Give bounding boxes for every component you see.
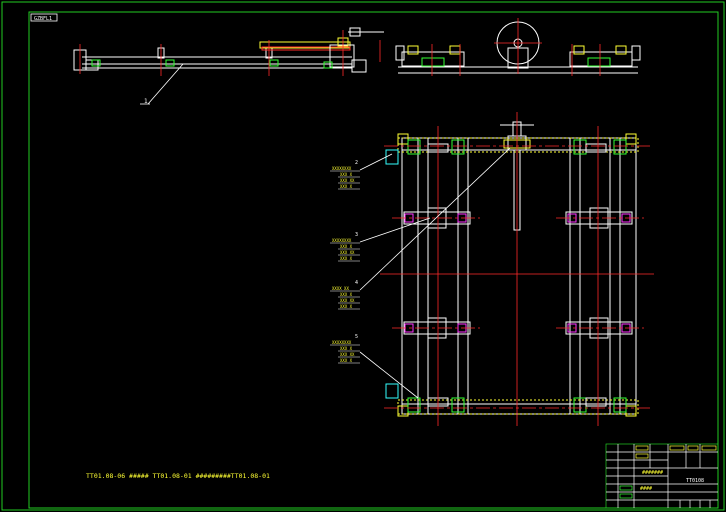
side-view-left — [73, 27, 384, 73]
company-name: #### — [640, 486, 652, 492]
callout-line: XXXX XX — [332, 286, 349, 291]
plan-view-fittings — [385, 133, 639, 417]
drawing-number: TT0108 — [686, 478, 704, 484]
callout-number: 5 — [355, 334, 358, 340]
balloon-1: 1 — [144, 98, 148, 105]
callout-line: XXX XX — [340, 352, 355, 357]
callout-line: XXX XX — [340, 250, 355, 255]
drawing-inner-border — [28, 11, 719, 509]
callout-line: XXX XX — [340, 298, 355, 303]
callout-line: XXXXXXXX — [332, 340, 352, 345]
balloon-leader-1 — [147, 63, 184, 105]
callout-number: 3 — [355, 232, 358, 238]
callout-line: XXX X — [340, 184, 353, 189]
callout-number: 2 — [355, 160, 358, 166]
callout-line: XXX X — [340, 244, 353, 249]
side-view-left-centerlines — [79, 30, 381, 76]
front-view-right-centerlines — [431, 18, 601, 76]
callout-line: XXX X — [340, 172, 353, 177]
callout-line: XXXXXXXX — [332, 166, 352, 171]
callout-leaders — [359, 147, 511, 399]
title-block — [605, 443, 719, 509]
callout-line: XXX X — [340, 256, 353, 261]
plan-view — [401, 121, 637, 415]
callout-line: XXX X — [340, 346, 353, 351]
callout-line: XXX XX — [340, 178, 355, 183]
title-block-accents — [619, 445, 717, 499]
bottom-note: TT01.08-06 ##### TT01.08-01 #########TT0… — [86, 472, 270, 480]
callout-number: 4 — [355, 280, 358, 286]
callout-line: XXX X — [340, 304, 353, 309]
sheet-tag-box — [30, 13, 58, 22]
sheet-tag: GZBFL1 — [34, 16, 52, 22]
plan-view-centerlines — [380, 112, 654, 426]
callout-line: XXXXXXXX — [332, 238, 352, 243]
callout-line: XXX X — [340, 358, 353, 363]
drawing-name: ####### — [642, 470, 663, 476]
callout-line: XXX X — [340, 292, 353, 297]
